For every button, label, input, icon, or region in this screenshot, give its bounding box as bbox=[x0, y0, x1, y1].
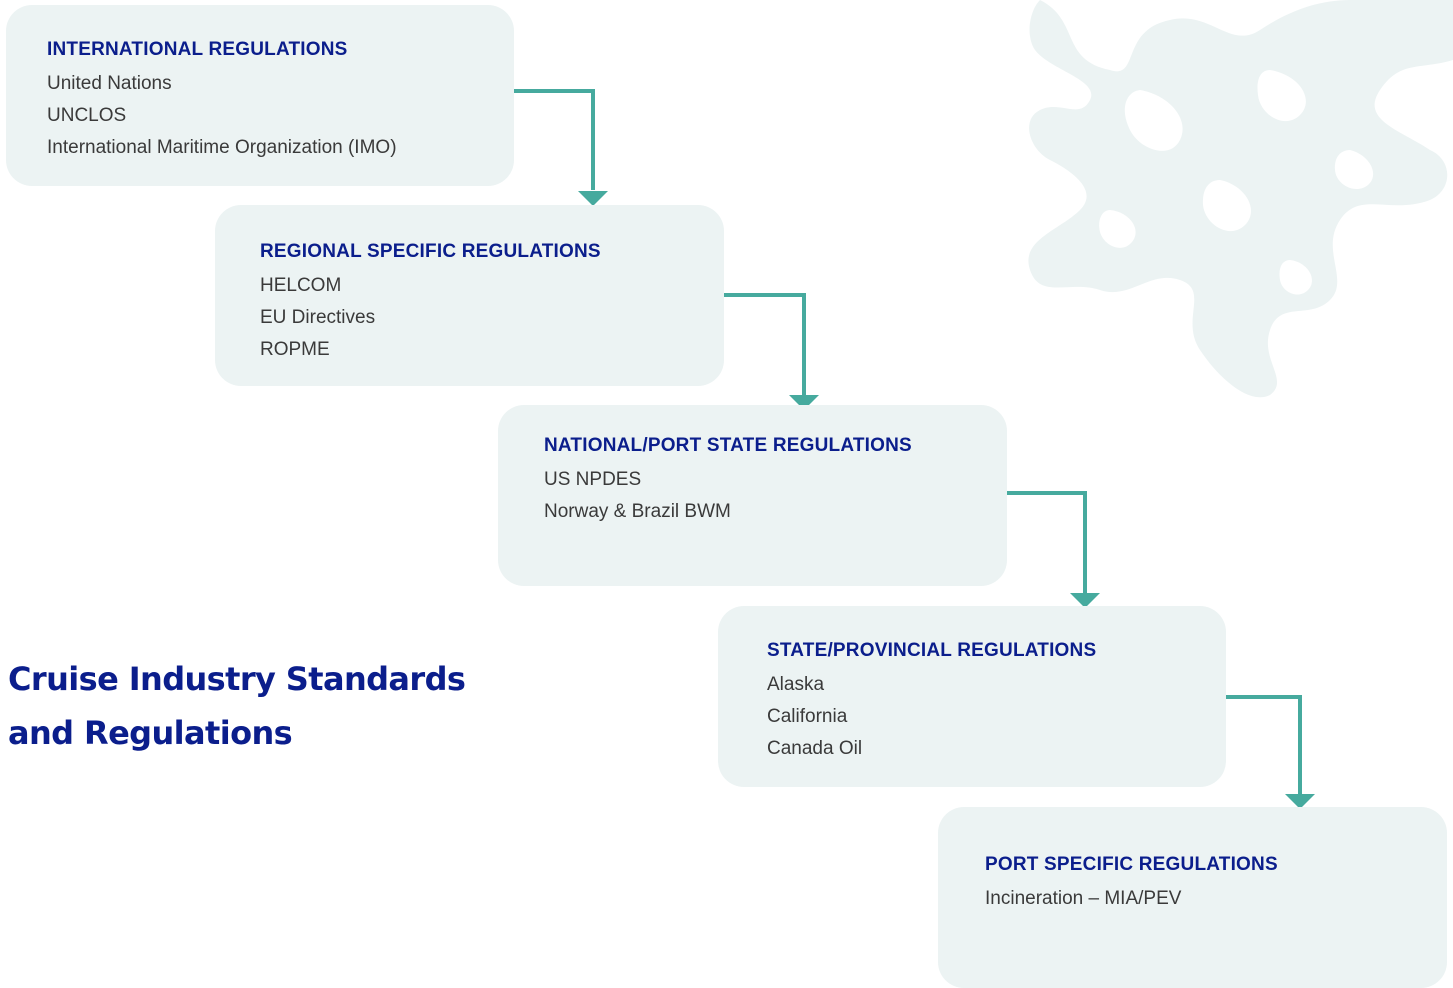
box-heading: PORT SPECIFIC REGULATIONS bbox=[985, 854, 1278, 875]
page-title-line-2: and Regulations bbox=[8, 714, 293, 752]
box-item: HELCOM bbox=[260, 275, 342, 296]
box-item: Incineration – MIA/PEV bbox=[985, 888, 1182, 909]
box-item: Alaska bbox=[767, 674, 825, 695]
box-heading: NATIONAL/PORT STATE REGULATIONS bbox=[544, 435, 912, 456]
box-item-list: Alaska California Canada Oil bbox=[767, 669, 1226, 765]
box-item: EU Directives bbox=[260, 307, 376, 328]
regulation-box-state: STATE/PROVINCIAL REGULATIONS Alaska Cali… bbox=[718, 606, 1226, 787]
box-heading: STATE/PROVINCIAL REGULATIONS bbox=[767, 640, 1097, 661]
box-item-list: HELCOM EU Directives ROPME bbox=[260, 270, 724, 366]
box-item: Canada Oil bbox=[767, 738, 863, 759]
box-item-list: US NPDES Norway & Brazil BWM bbox=[544, 464, 1007, 528]
regulation-box-port: PORT SPECIFIC REGULATIONS Incineration –… bbox=[938, 807, 1447, 988]
box-heading: REGIONAL SPECIFIC REGULATIONS bbox=[260, 241, 601, 262]
box-item: International Maritime Organization (IMO… bbox=[47, 137, 397, 158]
coral-watermark-icon bbox=[1028, 0, 1453, 398]
box-item: UNCLOS bbox=[47, 105, 127, 126]
arrow-down-icon bbox=[578, 191, 608, 206]
box-item: United Nations bbox=[47, 73, 172, 94]
box-item-list: United Nations UNCLOS International Mari… bbox=[47, 68, 514, 164]
box-item: California bbox=[767, 706, 848, 727]
box-item: ROPME bbox=[260, 339, 330, 360]
box-item: US NPDES bbox=[544, 469, 642, 490]
regulation-box-regional: REGIONAL SPECIFIC REGULATIONS HELCOM EU … bbox=[215, 205, 724, 386]
page-title: Cruise Industry Standards and Regulation… bbox=[8, 652, 568, 760]
box-item-list: Incineration – MIA/PEV bbox=[985, 883, 1447, 915]
box-heading: INTERNATIONAL REGULATIONS bbox=[47, 39, 348, 60]
regulation-box-national: NATIONAL/PORT STATE REGULATIONS US NPDES… bbox=[498, 405, 1007, 586]
page-title-line-1: Cruise Industry Standards bbox=[8, 660, 466, 698]
regulation-box-international: INTERNATIONAL REGULATIONS United Nations… bbox=[6, 5, 514, 186]
box-item: Norway & Brazil BWM bbox=[544, 501, 731, 522]
